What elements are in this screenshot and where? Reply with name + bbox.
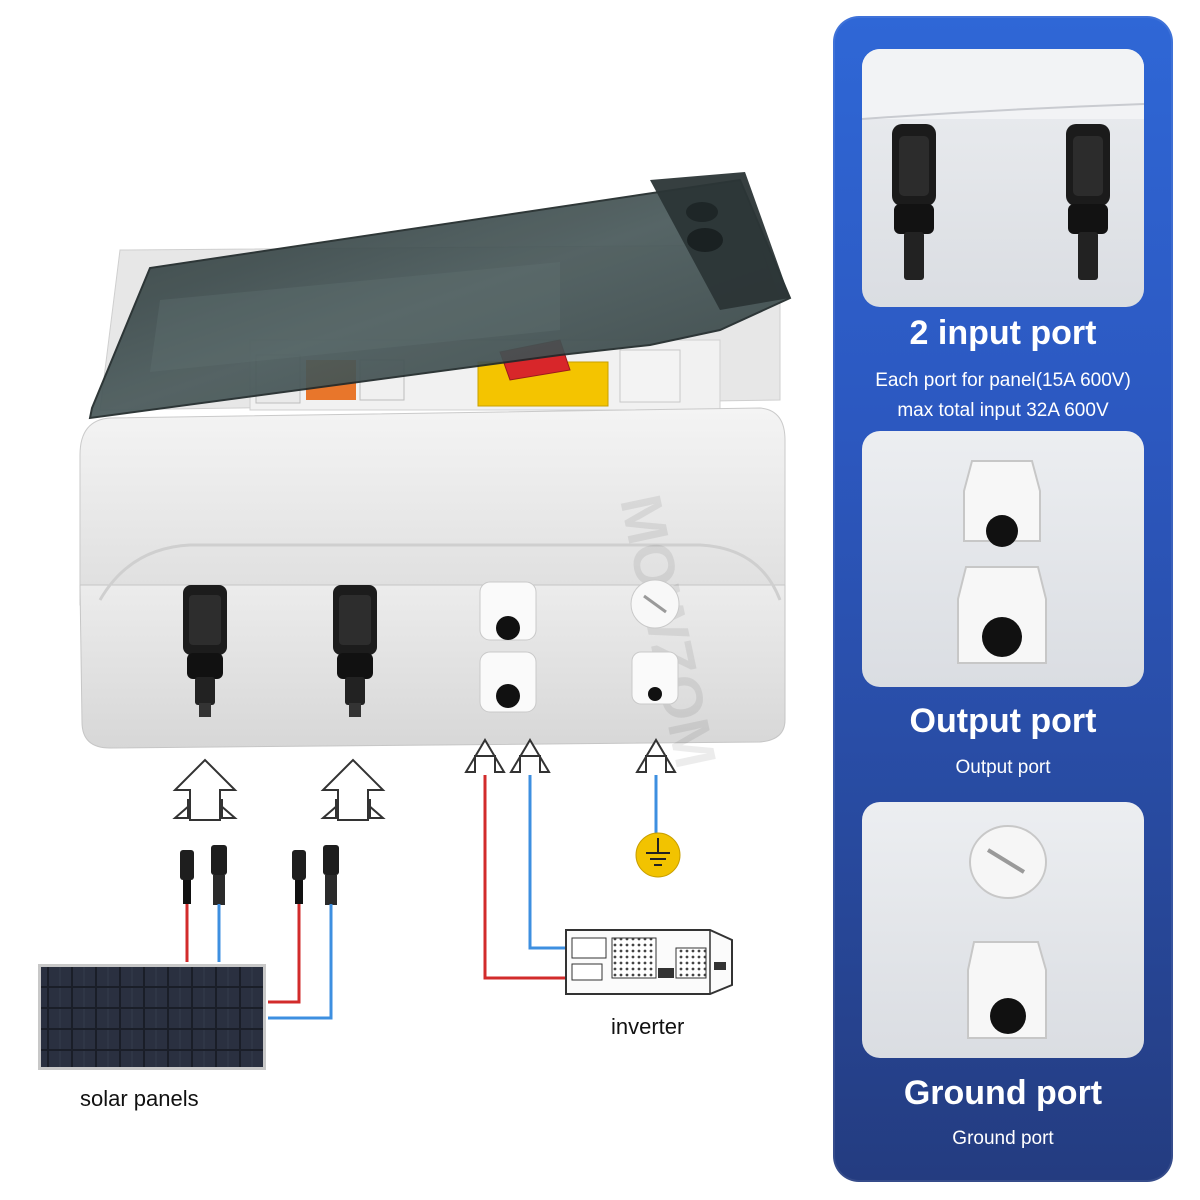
input-port-card: [862, 49, 1144, 307]
ground-port-subtitle: Ground port: [952, 1128, 1054, 1149]
up-arrow-icon: [635, 738, 677, 773]
cable-gland-icon: [479, 581, 537, 641]
output-port-card: [862, 431, 1144, 687]
cable-gland-icon: [631, 651, 679, 705]
inverter-icon: [565, 929, 733, 995]
mc4-connector-icon: [292, 845, 339, 905]
blanking-plug-icon: [969, 825, 1047, 899]
ground-symbol-icon: [635, 832, 681, 878]
cable-gland-icon: [479, 651, 537, 713]
combiner-box: MOWZOM: [79, 172, 792, 774]
up-arrow-icon: [464, 738, 506, 773]
mc4-connector-icon: [333, 585, 377, 717]
cable-gland-icon: [963, 460, 1041, 547]
mc4-connector-icon: [180, 845, 227, 905]
input-port-subtitle-line2: max total input 32A 600V: [897, 400, 1109, 421]
mc4-connector-icon: [1066, 124, 1110, 280]
inverter-label: inverter: [611, 1014, 685, 1039]
input-port-subtitle-line1: Each port for panel(15A 600V): [875, 370, 1131, 391]
input-port-title: 2 input port: [909, 314, 1097, 352]
output-port-subtitle: Output port: [955, 757, 1051, 778]
cable-gland-icon: [967, 941, 1047, 1039]
cable-gland-icon: [957, 566, 1047, 664]
ground-port-card: [862, 802, 1144, 1058]
solar-panel-icon: [38, 964, 266, 1070]
blanking-plug-icon: [630, 579, 680, 629]
output-port-title: Output port: [909, 702, 1097, 740]
ground-port-title: Ground port: [903, 1074, 1103, 1112]
mc4-connector-icon: [892, 124, 936, 280]
mc4-connector-icon: [183, 585, 227, 717]
up-arrow-icon: [509, 738, 551, 773]
solar-panels-label: solar panels: [80, 1086, 199, 1111]
